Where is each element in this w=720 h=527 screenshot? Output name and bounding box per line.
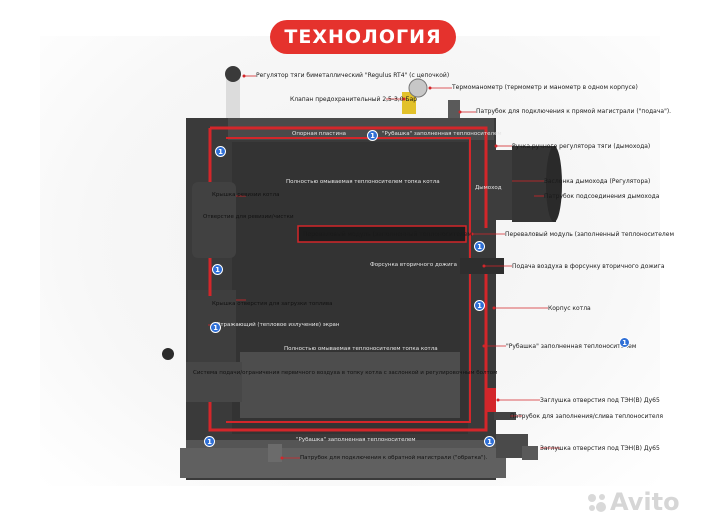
label-overflow-module-ext: Переваловый модуль (заполненный теплонос… bbox=[505, 231, 674, 238]
water-jacket-outline bbox=[208, 126, 488, 432]
badge-bottom-right: 1 bbox=[484, 436, 495, 447]
safety-valve bbox=[402, 92, 416, 114]
badge-bottom-left: 1 bbox=[204, 436, 215, 447]
label-jacket-bottom: "Рубашка" заполненная теплоносителем bbox=[296, 437, 416, 443]
label-thermomanometer: Термоманометр (термометр и манометр в од… bbox=[452, 84, 638, 91]
callout-dot-overflow bbox=[470, 232, 474, 236]
water-jacket-inner bbox=[226, 137, 471, 423]
badge-right-upper: 1 bbox=[474, 241, 485, 252]
label-revision-cap: Крышка ревизии котла bbox=[212, 192, 280, 198]
avito-watermark: Avito bbox=[610, 488, 680, 516]
label-secondary-nozzle: Форсунка вторичного дожига bbox=[370, 262, 457, 268]
badge-legend-jacket: 1 bbox=[619, 337, 630, 348]
label-support-plate: Опорная пластина bbox=[292, 131, 347, 137]
base-plinth bbox=[180, 448, 506, 478]
callout-dot-damper-handle bbox=[494, 144, 498, 148]
door-handle bbox=[162, 348, 174, 360]
label-jacket-top: "Рубашка" заполненная теплоносителем bbox=[382, 131, 502, 137]
ash-area bbox=[240, 352, 460, 418]
label-secondary-air: Подача воздуха в форсунку вторичного дож… bbox=[512, 263, 665, 270]
label-fill-drain: Патрубок для заполнения/слива теплоносит… bbox=[510, 413, 663, 420]
label-jacket-right: "Рубашка" заполненная теплоносителем bbox=[506, 343, 637, 350]
badge-left-upper: 1 bbox=[215, 146, 226, 157]
callout-dot-valve bbox=[402, 97, 406, 101]
label-supply-pipe: Патрубок для подключения к прямой магист… bbox=[476, 108, 672, 115]
revision-door bbox=[192, 182, 236, 258]
return-pipe bbox=[268, 444, 282, 462]
callout-dot-body bbox=[492, 306, 496, 310]
right-side-fitting-2 bbox=[494, 412, 516, 420]
label-regulator-rt4: Регулятор тяги биметаллический "Regulus … bbox=[256, 72, 450, 79]
label-safety-valve: Клапан предохранительный 2,5-3,0 Бар bbox=[290, 96, 418, 103]
label-tem-plug-2: Заглушка отверстия под ТЭН(В) Ду65 bbox=[540, 445, 660, 452]
badge-jacket-top: 1 bbox=[367, 130, 378, 141]
regulator-knob bbox=[225, 66, 241, 82]
label-loading-cap: Крышка отверстия для загрузки топлива bbox=[212, 301, 333, 307]
badge-right-middle: 1 bbox=[474, 300, 485, 311]
callout-dot-jacket-right bbox=[482, 344, 486, 348]
regulator-rt4 bbox=[226, 76, 240, 118]
right-side-fitting-1 bbox=[486, 388, 496, 412]
label-firebox-washed-bottom: Полностью омываемая теплоносителем топка… bbox=[284, 346, 438, 352]
label-return-pipe: Патрубок для подключения к обратной маги… bbox=[300, 455, 488, 461]
callout-dot-secondary-air bbox=[482, 264, 486, 268]
callout-dot-return bbox=[280, 456, 284, 460]
thermomanometer bbox=[408, 78, 428, 98]
badge-left-lower: 1 bbox=[210, 322, 221, 333]
label-chimney-connection: Патрубок подсоединения дымохода bbox=[544, 193, 660, 200]
avito-logo-icon bbox=[588, 494, 606, 512]
label-chimney-damper: Заслонка дымохода (Регулятора) bbox=[544, 178, 651, 185]
callout-dot-tem-plug-1 bbox=[496, 398, 500, 402]
label-chimney-inner: Дымоход bbox=[475, 185, 502, 191]
chimney-opening bbox=[546, 146, 562, 222]
label-firebox-washed-top: Полностью омываемая теплоносителем топка… bbox=[286, 179, 440, 185]
label-boiler-body: Корпус котла bbox=[548, 305, 591, 312]
callout-dot-supply bbox=[458, 110, 462, 114]
label-revision-opening: Отверстие для ревизии/чистки bbox=[203, 214, 294, 220]
label-damper-handle: Ручка ручного регулятора тяги (дымохода) bbox=[512, 143, 651, 150]
supply-pipe-top bbox=[448, 100, 460, 118]
label-primary-air-system: Система подачи/ограничения первичного во… bbox=[193, 370, 498, 376]
page-title: ТЕХНОЛОГИЯ bbox=[270, 20, 456, 54]
label-overflow-module: Переваловый модуль (заполненный теплонос… bbox=[303, 231, 472, 238]
secondary-air-nozzle bbox=[460, 258, 504, 274]
callout-dot-rt4 bbox=[242, 74, 246, 78]
badge-left-middle: 1 bbox=[212, 264, 223, 275]
overflow-module bbox=[297, 225, 467, 243]
callout-dot-thermomanometer bbox=[428, 86, 432, 90]
air-supply-door bbox=[186, 362, 242, 402]
label-tem-plug-1: Заглушка отверстия под ТЭН(В) Ду65 bbox=[540, 397, 660, 404]
right-side-fitting-4 bbox=[522, 446, 538, 460]
label-reflector: Отражающий (тепловое излучение) экран bbox=[216, 322, 340, 328]
